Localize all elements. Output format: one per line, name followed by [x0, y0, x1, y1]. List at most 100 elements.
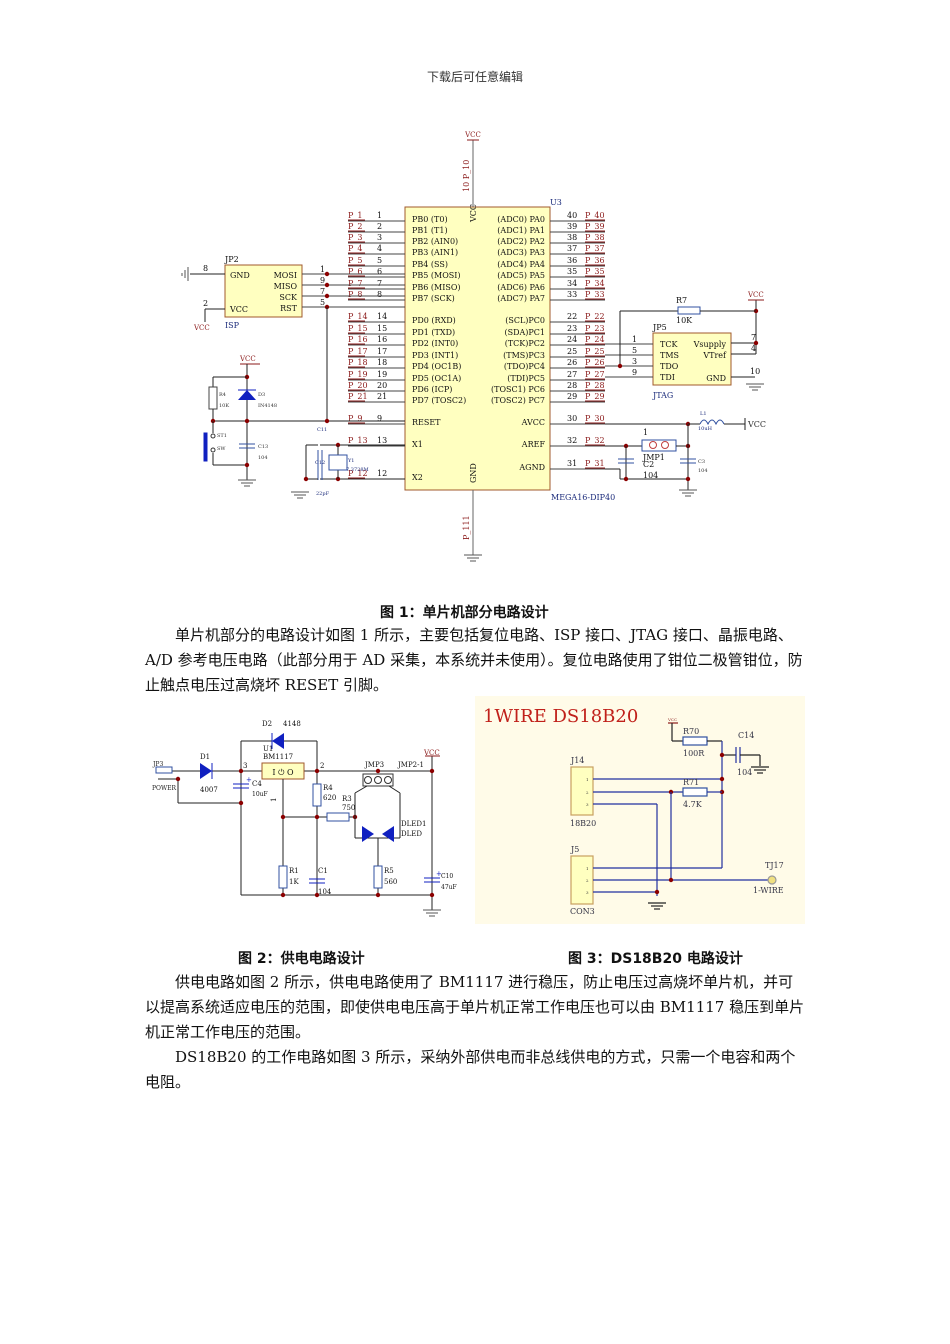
jumper-pin: [649, 441, 657, 449]
net-label: P_31: [585, 459, 605, 468]
junction-dot: [303, 476, 309, 482]
junction-dot: [244, 418, 250, 424]
net-label: P_17: [348, 347, 368, 356]
label: 10K: [676, 316, 693, 325]
isp-label: ISP: [225, 321, 240, 330]
junction-dot: [429, 768, 435, 774]
junction-dot: [654, 889, 660, 895]
label: IN4148: [258, 403, 277, 409]
junction-dot: [324, 418, 330, 424]
net-label: P_23: [585, 324, 605, 333]
label: TDO: [660, 362, 679, 371]
label: 5: [632, 346, 637, 355]
net-label: P_21: [348, 392, 368, 401]
vcc-label: VCC: [464, 131, 481, 139]
isp-pin-sck: SCK: [279, 293, 298, 302]
junction-dot: [238, 800, 244, 806]
pin-number: 28: [567, 381, 577, 390]
net-label: P_36: [585, 256, 605, 265]
pin-number: 3: [586, 802, 589, 807]
net-label: P_28: [585, 381, 605, 390]
label: C4: [252, 780, 262, 788]
pin-name: PB3 (AIN1): [412, 248, 458, 257]
label: L1: [700, 411, 707, 417]
pin-number: 33: [567, 290, 577, 299]
figure-1-caption: 图 1：单片机部分电路设计: [380, 605, 549, 621]
net-label: P_24: [585, 335, 605, 344]
label: 1-WIRE: [753, 886, 784, 895]
label: 4148: [283, 720, 301, 728]
pin-name: PD5 (OC1A): [412, 374, 461, 383]
net-label: P_20: [348, 381, 368, 390]
label: 10K: [219, 403, 229, 409]
jumper-pin: [661, 441, 669, 449]
pin-name: (SCL)PC0: [505, 316, 545, 325]
label: 104: [643, 471, 658, 480]
label: 7: [320, 287, 325, 296]
junction-dot: [280, 814, 286, 820]
label: 22pF: [316, 491, 330, 497]
vcc-label: VCC: [747, 420, 766, 429]
isp-pin-mosi: MOSI: [274, 271, 297, 280]
junction-dot: [314, 768, 320, 774]
jmp3-jumper: [362, 773, 394, 787]
label: R71: [683, 778, 699, 787]
paragraph-3: DS18B20 的工作电路如图 3 所示，采纳外部供电而非总线供电的方式，只需一…: [145, 1048, 796, 1091]
pin-name: PB7 (SCK): [412, 294, 455, 303]
net-label: P_7: [348, 279, 362, 288]
junction-dot: [375, 892, 381, 898]
label: D3: [258, 392, 265, 398]
led-red: [362, 826, 374, 842]
pin-number: 26: [567, 358, 577, 367]
pin-name: AREF: [521, 440, 546, 449]
label: 750: [342, 804, 355, 812]
regulator-pins: I ⏻ O: [272, 768, 294, 777]
pin-name: (ADC3) PA3: [497, 248, 545, 257]
label: 560: [384, 878, 397, 886]
label: +: [436, 870, 442, 878]
figure-3-caption: 图 3：DS18B20 电路设计: [568, 951, 743, 967]
label: TCK: [660, 340, 678, 349]
label: 620: [323, 794, 336, 802]
net-label: P_19: [348, 370, 368, 379]
pin-number: 22: [567, 312, 577, 321]
jtag-label: JTAG: [652, 391, 673, 400]
label: 4: [751, 344, 756, 353]
resistor-r70: [682, 736, 708, 746]
label: JP3: [152, 761, 163, 768]
pin-number: 19: [377, 370, 387, 379]
label: DLED1: [401, 820, 426, 828]
pin-number: 6: [377, 267, 382, 276]
net-label: P_26: [585, 358, 605, 367]
led-green: [382, 826, 394, 842]
label: C10: [441, 873, 453, 880]
wire: [354, 785, 368, 794]
resistor-r1: [278, 865, 288, 889]
pin-number: 27: [567, 370, 577, 379]
label: 4007: [200, 786, 218, 794]
r7-resistor: [677, 306, 701, 315]
pin-gnd-label: P_111: [462, 515, 471, 540]
label: C13: [258, 444, 268, 450]
pin-number: 1: [377, 211, 382, 220]
pin-number: 29: [567, 392, 577, 401]
vcc-label: VCC: [423, 749, 440, 757]
label: Y1: [347, 458, 354, 464]
pin-number: 32: [567, 436, 577, 445]
label: 9: [632, 368, 637, 377]
pin-name: X2: [412, 473, 423, 482]
jtag-gnd: GND: [706, 374, 726, 383]
label: C14: [738, 731, 754, 740]
chip-part-number: MEGA16-DIP40: [551, 493, 615, 502]
pin-number: 12: [377, 469, 387, 478]
label: 9: [320, 276, 325, 285]
net-label: P_12: [348, 469, 368, 478]
label: BM1117: [263, 753, 293, 761]
net-label: P_5: [348, 256, 362, 265]
pin-number: 1: [586, 866, 589, 871]
label: TDI: [660, 373, 675, 382]
label: 2: [320, 762, 324, 770]
label: C3: [698, 459, 705, 465]
pin-name: PD3 (INT1): [412, 351, 458, 360]
